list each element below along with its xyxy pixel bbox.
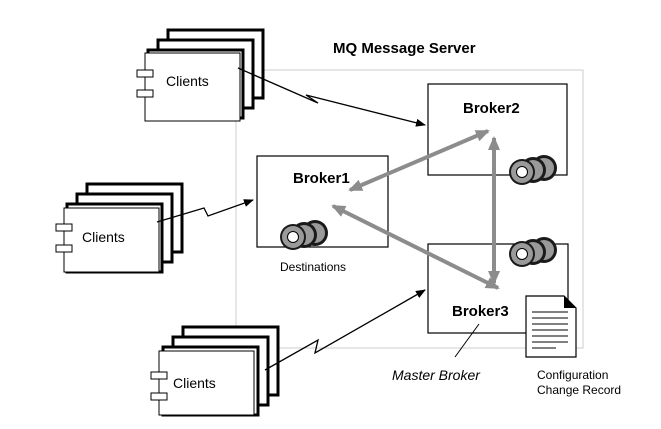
broker1-label: Broker1 xyxy=(293,170,350,187)
config-record-label-line1: Configuration xyxy=(537,368,608,382)
master-broker-pointer xyxy=(454,323,480,358)
mq-server-boundary xyxy=(235,69,584,349)
server-title: MQ Message Server xyxy=(333,40,476,57)
clients-label: Clients xyxy=(82,229,125,245)
master-broker-label: Master Broker xyxy=(392,367,481,383)
broker2-label: Broker2 xyxy=(463,100,520,117)
client-group-bottom: Clients xyxy=(150,325,280,417)
connection-clients-bottom-to-broker3 xyxy=(264,289,426,371)
client-group-top: Clients xyxy=(136,28,265,122)
connection-clients-middle-to-broker1 xyxy=(156,199,254,223)
broker3-label: Broker3 xyxy=(452,303,509,320)
clients-label: Clients xyxy=(166,73,209,89)
connection-clients-top-to-broker2 xyxy=(237,67,426,127)
link-broker1-broker2 xyxy=(348,129,490,192)
config-record-label-line2: Change Record xyxy=(537,383,621,397)
link-broker1-broker3 xyxy=(331,204,500,290)
client-group-middle: Clients xyxy=(55,182,184,274)
component-icon xyxy=(150,371,168,380)
clients-label: Clients xyxy=(173,375,216,391)
destinations-label: Destinations xyxy=(280,260,346,274)
document-icon xyxy=(525,295,577,358)
component-icon xyxy=(136,69,154,78)
component-icon xyxy=(55,223,73,232)
